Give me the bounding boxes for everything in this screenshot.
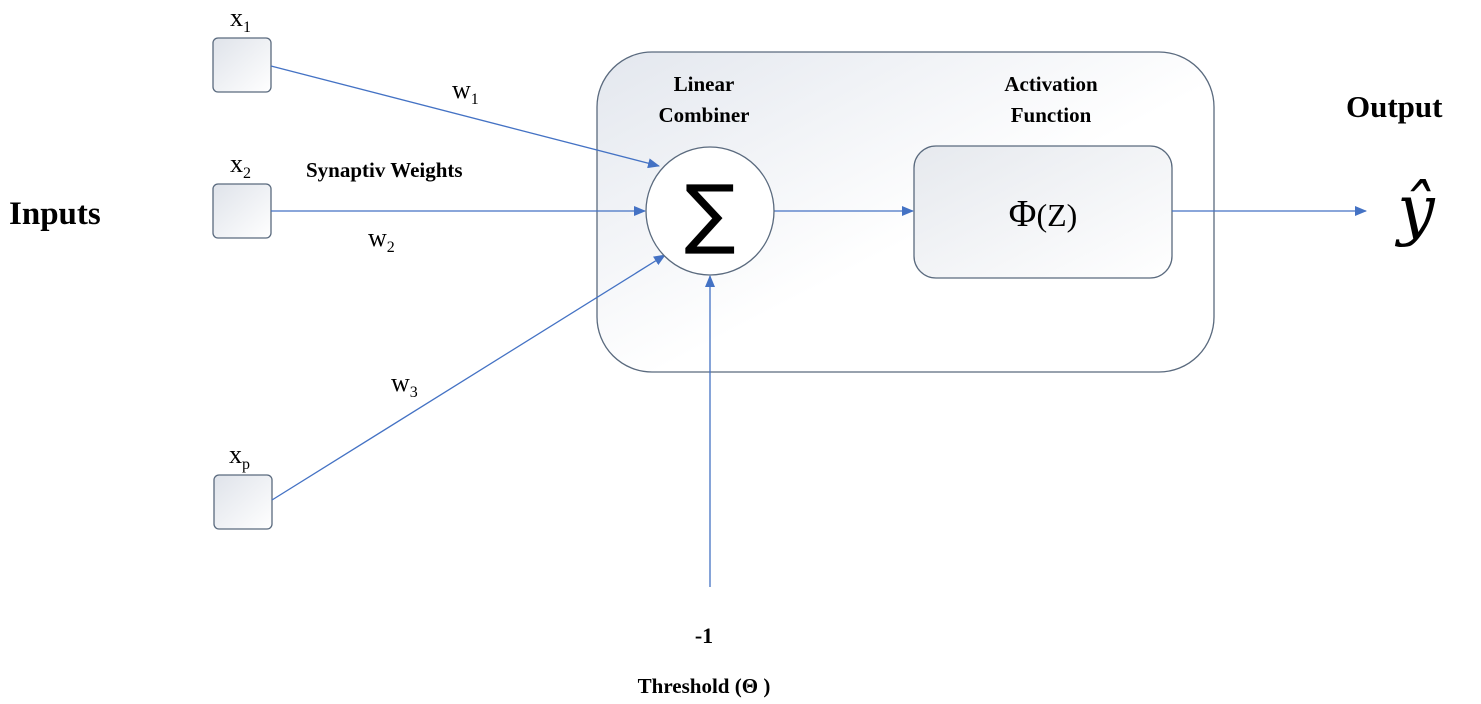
input-label-x1: x1 [230, 3, 251, 36]
threshold-value: -1 [695, 623, 713, 648]
input-box-x2 [212, 183, 272, 239]
weight-label-w3: w3 [391, 368, 418, 401]
linear-combiner-label-line1: Linear [674, 72, 735, 96]
activation-function-box [913, 145, 1173, 279]
activation-formula: Φ(Z) [1009, 193, 1078, 235]
activation-function-label-line2: Function [1011, 103, 1092, 127]
linear-combiner-label-line2: Combiner [659, 103, 750, 127]
inputs-heading: Inputs [9, 196, 101, 232]
weight-label-w2: w2 [368, 223, 395, 256]
input-box-x1 [212, 37, 272, 93]
input-box-xp [213, 474, 273, 530]
connection-x1-to-sum [270, 65, 660, 169]
activation-argument: (Z) [1036, 197, 1077, 233]
input-label-xp: xp [229, 440, 250, 473]
sum-symbol: ∑ [684, 168, 735, 257]
phi-symbol: Φ [1009, 193, 1037, 235]
output-y-hat: ŷ [1394, 171, 1435, 248]
summation-node [645, 146, 775, 276]
connection-xp-to-sum [271, 254, 666, 501]
activation-function-label-line1: Activation [1004, 72, 1098, 96]
synaptic-weights-label: Synaptiv Weights [306, 158, 463, 182]
output-heading: Output [1346, 89, 1443, 124]
threshold-label: Threshold (Θ ) [638, 674, 771, 698]
input-label-x2: x2 [230, 149, 251, 182]
weight-label-w1: w1 [452, 75, 479, 108]
